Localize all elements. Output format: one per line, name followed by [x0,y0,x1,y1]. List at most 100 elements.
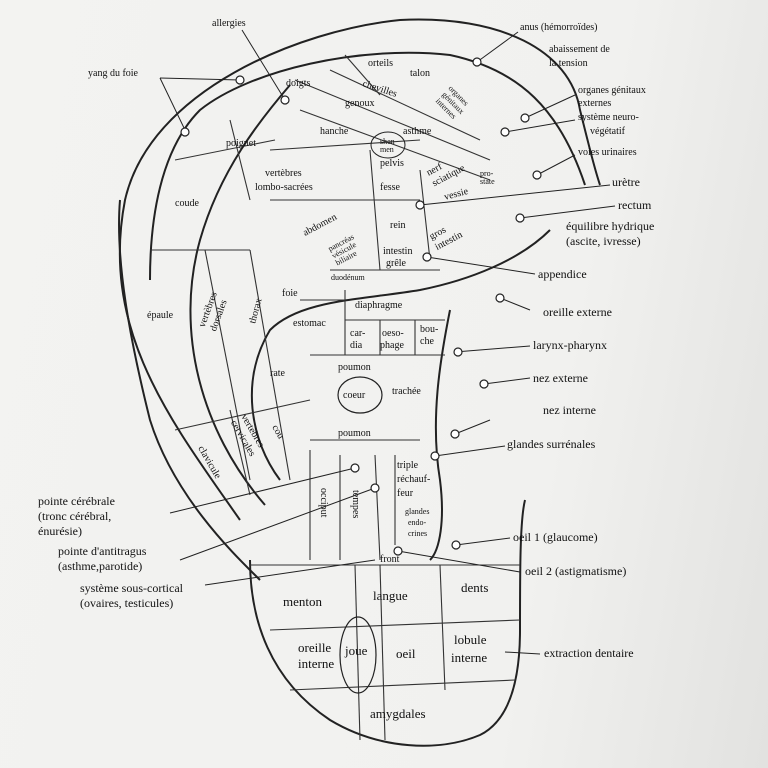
label-poignet: poignet [226,138,256,149]
label-allergies: allergies [212,18,246,29]
label-nerf-sciatique: nerf sciatique [425,161,468,189]
label-pancreas: pancréas vésicule biliaire [327,232,359,267]
ext-abaissement-2: la tension [549,58,588,69]
label-organes-genitaux-internes: organes génitaux internes [434,84,471,121]
label-fesse: fesse [380,182,401,193]
label-estomac: estomac [293,318,326,329]
label-talon: talon [410,68,430,79]
helix-left-outline [118,199,261,581]
label-men: men [380,145,394,154]
ext-appendice: appendice [538,267,587,281]
label-chevilles: chevilles [361,78,398,99]
label-pelvis: pelvis [380,158,404,169]
label-poumon-2: poumon [338,428,371,439]
ext-pointe-cerebrale-1: pointe cérébrale [38,494,115,508]
label-occiput: occiput [318,488,329,518]
label-menton: menton [283,594,322,609]
label-front: front [380,554,400,565]
label-foie: foie [282,288,298,299]
label-joue: joue [344,643,368,658]
label-lobule-interne: interne [451,650,487,665]
label-crines: crines [408,529,427,538]
ext-equilibre-2: (ascite, ivresse) [566,234,641,248]
ext-nez-externe: nez externe [533,371,588,385]
shen-men-outline [370,131,406,159]
antihelix-outline [189,84,291,506]
ext-voies-urinaires: voies urinaires [578,147,637,158]
label-cou: cou [269,423,286,441]
ext-pointe-antitragus-1: pointe d'antitragus [58,544,147,558]
label-prostate-1: pro- [480,169,494,178]
label-diaphragme: diaphragme [355,300,403,311]
label-feur: feur [397,488,414,499]
label-vertebres-lombo-1: vertèbres [265,168,302,179]
label-bouche-2: che [420,336,434,347]
label-genoux: genoux [345,98,374,109]
pointer-dots [180,57,542,556]
ext-organes-externes-2: externes [578,98,611,109]
coeur-outline [337,376,383,414]
ext-larynx-pharynx: larynx-pharynx [533,338,607,352]
lobe-outline [249,499,526,747]
label-rein: rein [390,220,406,231]
label-tempes: tempes [350,490,361,518]
label-abdomen: abdomen [301,212,339,239]
ext-oeil-2: oeil 2 (astigmatisme) [525,564,626,578]
label-coeur: coeur [343,390,366,401]
label-oesophage-1: oeso- [382,328,404,339]
label-amygdales: amygdales [370,706,426,721]
ext-pointe-antitragus-2: (asthme,parotide) [58,559,142,573]
label-langue: langue [373,588,408,603]
label-epaule: épaule [147,310,174,321]
label-cardia-2: dia [350,340,363,351]
tragus-outline [429,309,451,561]
outer-helix-outline [118,18,601,521]
ext-equilibre-1: équilibre hydrique [566,219,654,233]
ext-rectum: rectum [618,198,652,212]
label-dents: dents [461,580,488,595]
label-oreille: oreille [298,640,331,655]
ext-systeme-sous-cortical-1: système sous-cortical [80,581,184,595]
label-doigts: doigts [286,78,311,89]
joue-outline [339,616,377,694]
ext-systeme-neuro-2: végétatif [590,126,626,137]
label-poumon-1: poumon [338,362,371,373]
ext-systeme-sous-cortical-2: (ovaires, testicules) [80,596,173,610]
label-prostate-2: state [480,177,495,186]
label-asthme: asthme [403,126,432,137]
label-bouche-1: bou- [420,324,438,335]
label-shen: shen [380,137,395,146]
ext-systeme-neuro-1: système neuro- [578,112,639,123]
ext-yang-du-foie: yang du foie [88,68,139,79]
label-triple: triple [397,460,419,471]
ext-anus: anus (hémorroïdes) [520,22,597,33]
label-rechauf: réchauf- [397,474,430,485]
ext-uretre: urètre [612,175,640,189]
label-duodenum: duodénum [331,273,366,282]
label-grele: grêle [386,258,407,269]
ext-glandes-surrenales: glandes surrénales [507,437,596,451]
label-glandes: glandes [405,507,429,516]
ext-organes-externes-1: organes génitaux [578,85,646,96]
ext-nez-interne: nez interne [543,403,596,417]
label-oesophage-2: phage [380,340,404,351]
ear-outlines [118,18,601,747]
ext-abaissement-1: abaissement de [549,44,610,55]
pointer-lines [159,29,616,655]
zone-labels: allergies orteils talon chevilles doigts… [147,18,495,721]
label-vertebres-dorsales: vertèbres dorsales [197,290,230,332]
label-oreille-interne: interne [298,656,334,671]
label-lobule: lobule [454,632,487,647]
external-labels: yang du foie anus (hémorroïdes) abaissem… [38,22,654,660]
label-oeil: oeil [396,646,416,661]
label-endo: endo- [408,518,427,527]
label-cardia-1: car- [350,328,365,339]
region-dividers [150,54,521,741]
label-trachee: trachée [392,386,421,397]
ext-pointe-cerebrale-3: énurésie) [38,524,82,538]
ext-pointe-cerebrale-2: (tronc cérébral, [38,509,111,523]
label-gros-intestin: gros intestin [428,224,465,252]
inner-helix-outline [149,51,586,281]
label-vertebres-lombo-2: lombo-sacrées [255,182,313,193]
